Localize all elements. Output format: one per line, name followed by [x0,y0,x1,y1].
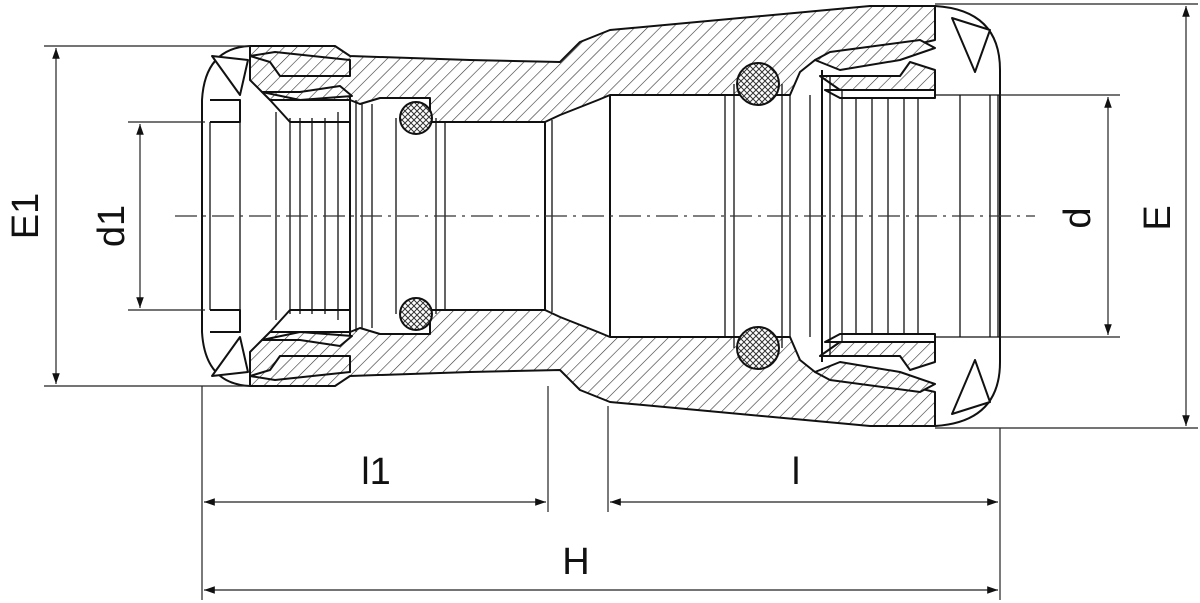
dimension-l: l [610,451,998,506]
label-l1: l1 [361,451,391,493]
dimension-l1: l1 [204,451,546,506]
label-e1: E1 [5,193,47,239]
label-e: E [1137,205,1179,230]
label-l: l [792,451,800,493]
extension-lines [44,3,1198,600]
label-h: H [562,541,589,583]
dimension-d1: d1 [91,124,144,308]
dimension-e1: E1 [5,47,60,384]
right-o-ring [733,62,811,370]
left-bore [444,120,553,312]
dimension-e: E [1137,5,1190,426]
label-d: d [1057,207,1099,228]
left-o-ring [371,101,437,331]
dimension-d: d [1057,97,1112,335]
label-d1: d1 [91,205,133,247]
dimension-h: H [204,541,998,594]
